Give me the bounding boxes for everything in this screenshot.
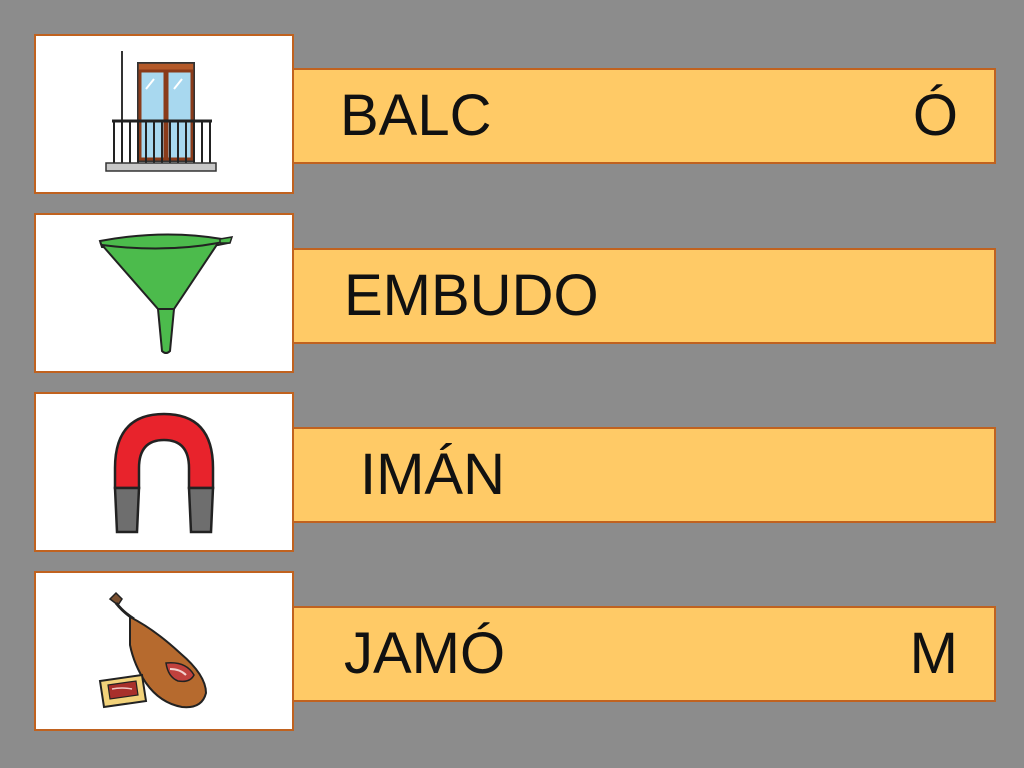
word-bar-2: EMBUDO — [294, 248, 996, 344]
picture-card-funnel[interactable] — [34, 213, 294, 373]
funnel-icon — [98, 233, 234, 354]
word-bar-3: IMÁN — [294, 427, 996, 523]
letter-slot[interactable]: Ó — [912, 83, 958, 148]
picture-card-ham[interactable] — [34, 571, 294, 731]
picture-card-balcony[interactable] — [34, 34, 294, 194]
word-bar-4: JAMÓ M — [294, 606, 996, 702]
picture-card-magnet[interactable] — [34, 392, 294, 552]
ham-icon — [98, 591, 208, 709]
word-text: IMÁN — [360, 442, 505, 507]
word-text: EMBUDO — [344, 263, 599, 328]
word-text: BALC — [340, 83, 492, 148]
letter-slot[interactable]: M — [909, 621, 958, 686]
word-bar-1: BALC Ó — [294, 68, 996, 164]
balcony-icon — [105, 51, 217, 172]
word-text: JAMÓ — [344, 621, 506, 686]
magnet-icon — [113, 412, 215, 534]
